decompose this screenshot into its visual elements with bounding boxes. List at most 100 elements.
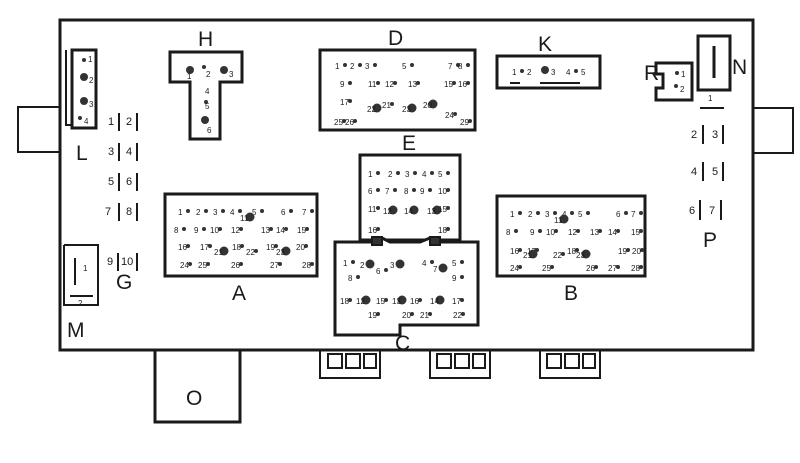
connector-A-terminal (278, 262, 282, 266)
connector-R-label: R (644, 62, 659, 85)
connector-B-terminal (640, 248, 644, 252)
connector-E-pin-label: 12 (383, 207, 392, 216)
connector-E-terminal (388, 205, 398, 215)
connector-N: N 1 (696, 34, 747, 109)
bottom-clip-3 (539, 349, 601, 379)
connector-C-pin-label: 4 (422, 259, 427, 268)
connector-D-terminal (353, 119, 357, 123)
connector-L-pin-4: 4 (84, 117, 89, 126)
connector-D-pin-label: 25 (334, 118, 343, 127)
connector-A-pin-label: 28 (302, 261, 311, 270)
connector-D-pin-label: 29 (460, 118, 469, 127)
connector-A-pin-label: 3 (213, 208, 218, 217)
connector-B-terminal (518, 265, 522, 269)
connector-D-pin-label: 11 (368, 80, 377, 89)
connector-D-pin-label: 12 (385, 80, 394, 89)
connector-E-terminal (376, 227, 380, 231)
connector-B-pin-label: 10 (546, 228, 555, 237)
connector-E-pin-label: 1 (368, 170, 373, 179)
connector-H-pin-5: 5 (205, 102, 210, 111)
connector-M-label: M (67, 319, 85, 342)
connector-D-pin-label: 17 (340, 98, 349, 107)
connector-C-terminal (348, 298, 352, 302)
connector-B-pin-label: 12 (568, 228, 577, 237)
connector-E-pin-label: 5 (438, 170, 443, 179)
connector-C-pin-label: 14 (430, 297, 439, 306)
connector-D-pin-label: 15 (444, 80, 453, 89)
connector-E-terminal (413, 171, 417, 175)
connector-A-terminal (289, 209, 293, 213)
connector-D-terminal (407, 103, 417, 113)
connector-A-terminal (284, 227, 288, 231)
connector-B-terminal (576, 229, 580, 233)
connector-G-pin-5: 5 (108, 176, 114, 188)
connector-C-terminal (460, 260, 464, 264)
connector-B-pin-label: 5 (578, 210, 583, 219)
connector-E-pin-label: 9 (420, 187, 425, 196)
connector-B-terminal (559, 214, 569, 224)
connector-C-pin-label: 9 (452, 274, 457, 283)
connector-C-terminal (430, 260, 434, 264)
connector-B-pin-label: 27 (608, 264, 617, 273)
connector-B-pin-label: 1 (510, 210, 515, 219)
connector-A-terminal (281, 246, 291, 256)
connector-A-terminal (304, 244, 308, 248)
connector-G: 1 2 3 4 5 6 7 8 9 10 G (105, 113, 138, 294)
connector-B-pin-label: 26 (586, 264, 595, 273)
connector-E-pin-label: 15 (438, 205, 447, 214)
connector-A-pin-label: 25 (198, 261, 207, 270)
connector-E-pin-label: 3 (405, 170, 410, 179)
connector-C-terminal (461, 312, 465, 316)
connector-E: E (358, 132, 462, 242)
connector-A-terminal (221, 209, 225, 213)
connector-A-terminal (186, 209, 190, 213)
connector-H: H 1 2 3 4 5 6 (168, 28, 244, 141)
connector-B-terminal (581, 249, 591, 259)
connector-O-label-group: O (186, 387, 202, 410)
connector-B-terminal (518, 248, 522, 252)
connector-B: B (495, 194, 647, 305)
connector-G-pin-9: 9 (107, 256, 113, 268)
connector-A-pin-label: 16 (178, 243, 187, 252)
connector-B-terminal (570, 211, 574, 215)
connector-B-terminal (616, 229, 620, 233)
connector-D-terminal (343, 63, 347, 67)
connector-G-pin-1: 1 (108, 116, 114, 128)
connector-A-pin-label: 27 (270, 261, 279, 270)
connector-E-terminal (376, 188, 380, 192)
connector-G-pin-2: 2 (126, 116, 132, 128)
connector-D-terminal (453, 112, 457, 116)
connector-P: 2 3 4 5 6 7 P (689, 125, 724, 252)
connector-E-terminal (409, 205, 419, 215)
connector-D-terminal (393, 81, 397, 85)
connector-B-terminal (594, 265, 598, 269)
connector-H-pin-4: 4 (205, 87, 210, 96)
connector-D-terminal (410, 63, 414, 67)
connector-P-pin-5: 5 (712, 166, 718, 178)
connector-B-pin-label: 18 (567, 247, 576, 256)
connector-D-pin-label: 22 (367, 105, 376, 114)
connector-D-pin-label: 24 (445, 111, 454, 120)
connector-D-pin-label: 26 (345, 118, 354, 127)
connector-A-terminal (305, 227, 309, 231)
connector-D-terminal (468, 119, 472, 123)
connector-D-terminal (372, 103, 382, 113)
connector-C-terminal (410, 312, 414, 316)
connector-A-pin-label: 13 (261, 226, 270, 235)
connector-C-pin-label: 5 (452, 259, 457, 268)
right-mounting-tab (752, 107, 794, 154)
connector-A-pin-label: 11 (240, 214, 249, 223)
connector-B-pin-label: 21 (523, 251, 532, 260)
connector-B-terminal (554, 229, 558, 233)
connector-K-pin-3: 3 (551, 68, 556, 77)
connector-C: C (333, 236, 480, 355)
connector-O-label: O (186, 387, 202, 410)
connector-E-pin-label: 13 (427, 207, 436, 216)
connector-A-pin-label: 23 (276, 248, 285, 257)
connector-E-terminal (446, 188, 450, 192)
connector-A-pin-label: 6 (281, 208, 286, 217)
connector-H-label: H (198, 28, 213, 51)
connector-C-terminal (365, 259, 375, 269)
